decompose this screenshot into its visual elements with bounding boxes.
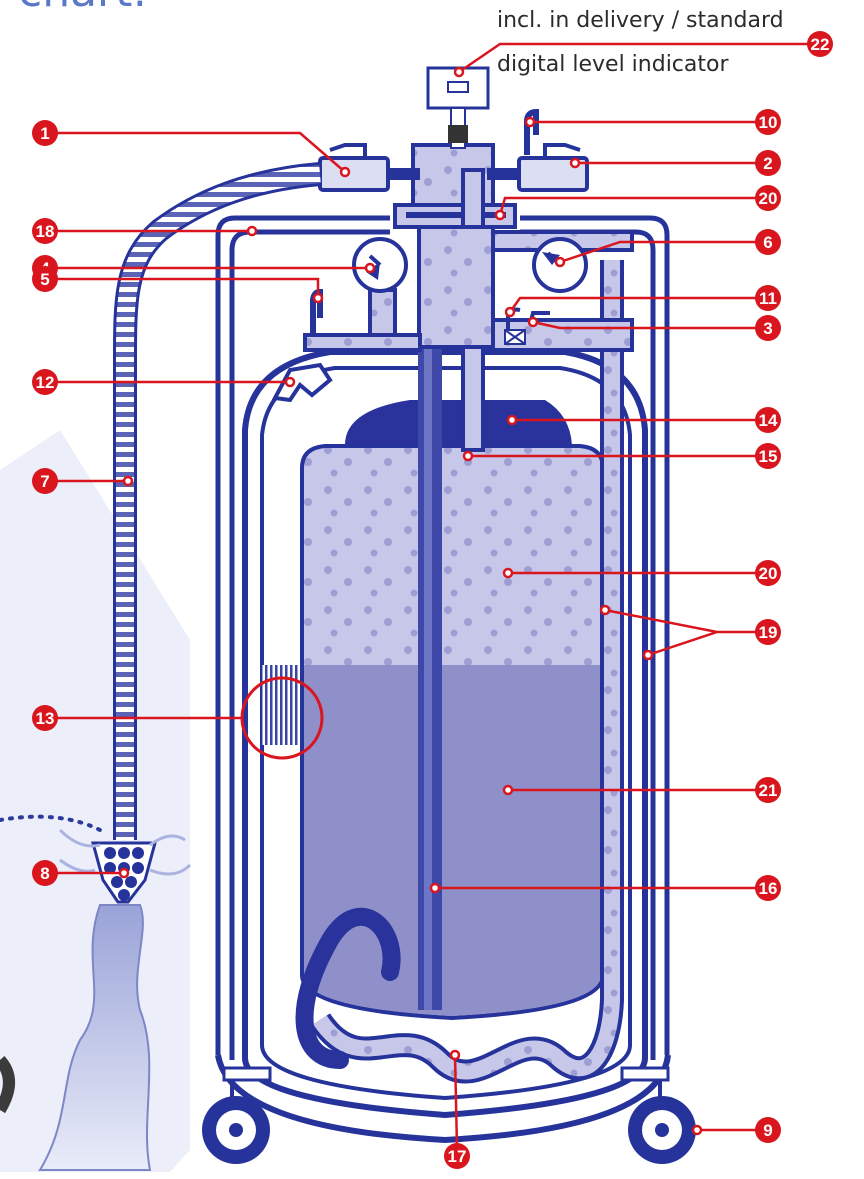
- callout-13: 13: [32, 705, 58, 731]
- hook-tube: [295, 907, 401, 1069]
- background-panel: [0, 430, 190, 1172]
- callout-20-top: 20: [755, 185, 781, 211]
- callout-17: 17: [444, 1143, 470, 1169]
- side-fitting: [271, 362, 333, 403]
- callout-10: 10: [755, 109, 781, 135]
- callout-1: 1: [32, 120, 58, 146]
- valve-right: [517, 156, 589, 192]
- airflow-lines: [58, 828, 192, 876]
- callout-18: 18: [32, 218, 58, 244]
- callout-lines: [45, 42, 822, 1149]
- callout-11: 11: [755, 285, 781, 311]
- callout-5: 5: [32, 266, 58, 292]
- dotted-arc: [0, 814, 102, 832]
- callout-15: 15: [755, 443, 781, 469]
- callout-3: 3: [755, 315, 781, 341]
- callout-16: 16: [755, 875, 781, 901]
- callout-6: 6: [755, 229, 781, 255]
- callout-12: 12: [32, 369, 58, 395]
- liquid-nitrogen: [304, 665, 601, 1016]
- callout-dots: [118, 66, 703, 1136]
- valve-left: [318, 156, 390, 192]
- header-line-1: incl. in delivery / standard: [497, 8, 784, 33]
- wheel-right: [620, 1066, 696, 1164]
- valve-right-pipe: [487, 168, 522, 180]
- valve-left-pipe: [385, 168, 420, 180]
- callout-7: 7: [32, 468, 58, 494]
- callout-8: 8: [32, 860, 58, 886]
- callout-21: 21: [755, 777, 781, 803]
- callout-22: 22: [807, 31, 833, 57]
- base-bar: [215, 1054, 671, 1144]
- dark-ring: [0, 1055, 15, 1114]
- callout-19: 19: [755, 619, 781, 645]
- wheel-left: [202, 1066, 272, 1164]
- neck-cap: [345, 400, 572, 445]
- nitrogen-spray: [38, 904, 152, 1171]
- callout-9: 9: [755, 1117, 781, 1143]
- callout-20: 20: [755, 560, 781, 586]
- callout-14: 14: [755, 407, 781, 433]
- header-line-2: digital level indicator: [497, 52, 729, 77]
- callout-2: 2: [755, 150, 781, 176]
- bottom-tube-inner: [313, 260, 620, 1080]
- page-title: chart:: [18, 0, 147, 17]
- left-shelf: [303, 333, 422, 352]
